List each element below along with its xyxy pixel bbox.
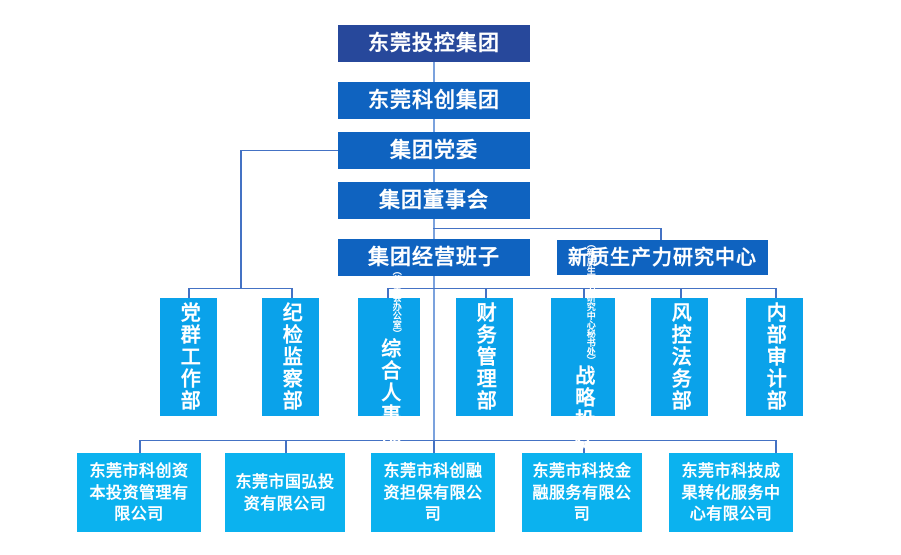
node-label: 纪检监察部: [279, 302, 304, 412]
vertical-text: 风控法务部: [668, 298, 692, 416]
node-label: 东莞科创集团: [368, 88, 500, 113]
node-discipline-inspection-department[interactable]: 纪检监察部: [262, 298, 319, 416]
node-label: 东莞投控集团: [368, 31, 500, 56]
connector-dangwei-left-drop: [240, 150, 242, 288]
node-science-technology-finance-service-co[interactable]: 东莞市科技金融服务有限公司: [522, 453, 642, 532]
connector-party-dept-drop-1: [188, 288, 190, 298]
connector-jingyingbanzi-to-bottom: [433, 275, 435, 440]
connector-root-to-kechuang: [433, 62, 435, 82]
node-dongguan-kechuang-group[interactable]: 东莞科创集团: [338, 82, 530, 119]
node-internal-audit-department[interactable]: 内部审计部: [746, 298, 803, 416]
connector-research-center-drop: [660, 228, 662, 240]
node-kechuang-financing-guarantee-co[interactable]: 东莞市科创融资担保有限公司: [371, 453, 495, 532]
connector-management-dept-drop-3: [583, 288, 585, 298]
connector-company-drop-3: [433, 440, 435, 453]
node-risk-control-legal-department[interactable]: 风控法务部: [651, 298, 708, 416]
connector-party-dept-drop-2: [291, 288, 293, 298]
connector-party-dept-bus: [188, 288, 293, 289]
node-group-management-team[interactable]: 集团经营班子: [338, 239, 530, 276]
connector-kechuang-to-dangwei: [433, 119, 435, 132]
node-label: 东莞市科技金融服务有限公司: [532, 461, 632, 524]
vertical-text: 财务管理部: [473, 298, 497, 416]
node-label: 东莞市科创资本投资管理有限公司: [89, 461, 189, 524]
node-label: 内部审计部: [763, 302, 788, 412]
vertical-text: 战略投促部 （新质生产力研究中心秘书处）: [571, 239, 596, 475]
connector-dangwei-to-dongshihui: [433, 169, 435, 182]
node-group-board-of-directors[interactable]: 集团董事会: [338, 182, 530, 219]
vertical-text: 纪检监察部: [279, 298, 303, 416]
connector-company-drop-2: [285, 440, 287, 453]
vertical-text: 综合人事部 （董事会办公室）: [377, 266, 402, 448]
node-label: 集团董事会: [379, 188, 489, 213]
connector-company-bus: [139, 440, 776, 441]
connector-management-dept-drop-5: [775, 288, 777, 298]
node-dongguan-investment-holding-group[interactable]: 东莞投控集团: [338, 25, 530, 62]
node-label: 财务管理部: [473, 302, 498, 412]
node-label: 集团党委: [390, 138, 478, 163]
connector-company-drop-1: [139, 440, 141, 453]
node-group-party-committee[interactable]: 集团党委: [338, 132, 530, 169]
vertical-text: 党群工作部: [177, 298, 201, 416]
connector-management-dept-drop-1: [387, 288, 389, 298]
node-label: 风控法务部: [668, 302, 693, 412]
node-label: 集团经营班子: [368, 245, 500, 270]
node-label: 综合人事部: [377, 338, 402, 448]
node-party-mass-work-department[interactable]: 党群工作部: [160, 298, 217, 416]
node-strategy-investment-promotion-department[interactable]: 战略投促部 （新质生产力研究中心秘书处）: [551, 239, 615, 475]
node-tech-achievement-transformation-service-center-co[interactable]: 东莞市科技成果转化服务中心有限公司: [669, 453, 793, 532]
connector-dongshihui-to-jingyingbanzi: [433, 219, 435, 239]
node-label: 新质生产力研究中心: [568, 244, 757, 269]
vertical-text: 内部审计部: [763, 298, 787, 416]
node-guohong-investment-co[interactable]: 东莞市国弘投资有限公司: [225, 453, 345, 532]
connector-company-drop-4: [583, 440, 585, 453]
connector-management-dept-bus: [387, 288, 776, 289]
connector-dangwei-left-stub: [241, 150, 338, 151]
node-label: 东莞市科技成果转化服务中心有限公司: [681, 461, 781, 524]
node-note: （新质生产力研究中心秘书处）: [584, 239, 595, 365]
node-general-hr-department[interactable]: 综合人事部 （董事会办公室）: [358, 266, 420, 448]
node-kechuang-capital-investment-management-co[interactable]: 东莞市科创资本投资管理有限公司: [77, 453, 201, 532]
node-label: 东莞市国弘投资有限公司: [235, 471, 335, 513]
connector-management-dept-drop-4: [680, 288, 682, 298]
node-finance-management-department[interactable]: 财务管理部: [456, 298, 513, 416]
node-note: （董事会办公室）: [390, 266, 401, 338]
connector-company-drop-5: [775, 440, 777, 453]
connector-board-to-research-center: [433, 228, 661, 229]
node-label: 东莞市科创融资担保有限公司: [383, 461, 483, 524]
node-new-productivity-research-center[interactable]: 新质生产力研究中心: [557, 240, 768, 275]
connector-management-dept-drop-2: [485, 288, 487, 298]
node-label: 党群工作部: [177, 302, 202, 412]
